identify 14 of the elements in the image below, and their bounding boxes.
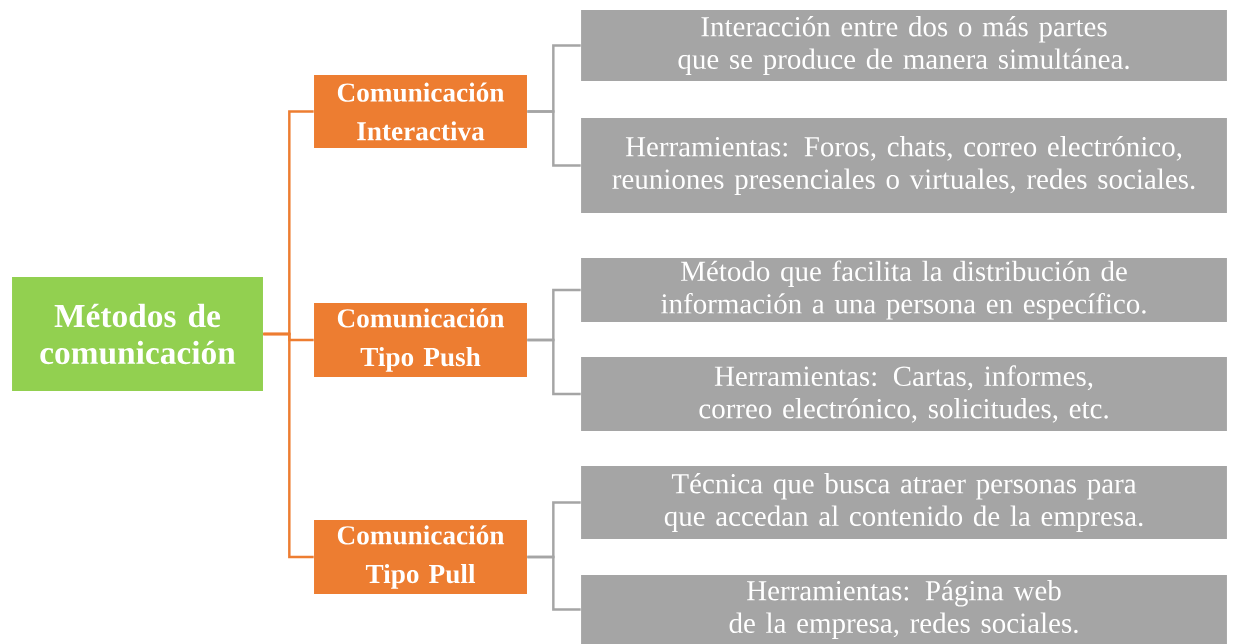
category-box: Comunicación Tipo Push — [314, 303, 527, 377]
category-box: Comunicación Tipo Pull — [314, 520, 527, 594]
connector-line — [527, 110, 581, 167]
connector-line — [527, 338, 581, 396]
description-box: Método que facilita la distribución de información a una persona en específico. — [581, 258, 1227, 322]
description-box: Interacción entre dos o más partes que se produce de manera simultánea. — [581, 10, 1227, 81]
description-box: Herramientas: Cartas, informes, correo electrónico, solicitudes, etc. — [581, 357, 1227, 431]
category-box: Comunicación Interactiva — [314, 75, 527, 148]
description-box: Técnica que busca atraer personas para que accedan al contenido de la empresa. — [581, 466, 1227, 539]
connector-line — [527, 555, 581, 611]
connector-line — [263, 332, 314, 559]
description-box: Herramientas: Foros, chats, correo electrónico, reuniones presenciales o virtuales, redes sociales. — [581, 118, 1227, 213]
topic-box: Métodos de comunicación — [12, 277, 263, 391]
description-box: Herramientas: Página web de la empresa, redes sociales. — [581, 575, 1227, 644]
